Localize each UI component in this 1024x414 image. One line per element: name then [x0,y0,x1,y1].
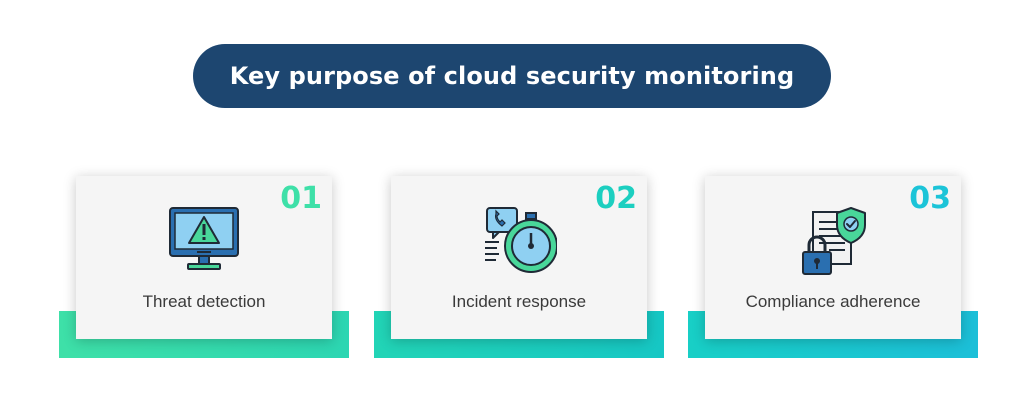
card-incident-response: 02 Incident response [374,176,664,358]
card-number: 02 [595,181,637,216]
card-number: 01 [280,181,322,216]
document-shield-lock-icon [705,206,961,275]
stopwatch-phone-icon [391,206,647,274]
card-number: 03 [909,181,951,216]
page-title: Key purpose of cloud security monitoring [193,44,831,108]
card-panel: 01 Threat detection [76,176,332,339]
card-label: Threat detection [142,292,266,311]
card-threat-detection: 01 Threat detection [59,176,349,358]
card-panel: 02 Incident response [391,176,647,339]
card-panel: 03 Compliance adher [705,176,961,339]
card-label: Compliance adherence [745,292,921,311]
monitor-warning-icon [76,206,332,274]
card-compliance-adherence: 03 Compliance adher [688,176,978,358]
card-label: Incident response [451,292,587,311]
